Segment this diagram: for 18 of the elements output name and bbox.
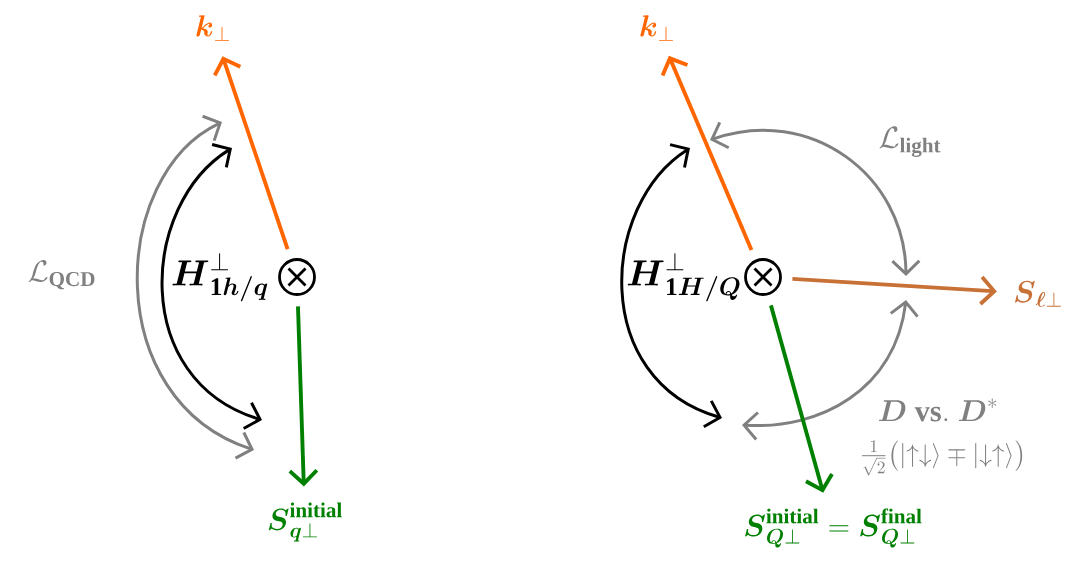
vector-arrow xyxy=(288,306,319,487)
vector-arrow xyxy=(213,56,290,250)
meson-label: $\boldsymbol{D}\ \mathbf{vs.}\ \boldsymbol{D}^{*}$ xyxy=(878,398,997,422)
coupling-label: $\boldsymbol{H}^{\perp}_{\mathbf{1}\boldsymbol{H/Q}}$ xyxy=(627,253,740,302)
coupling-label: $\boldsymbol{H}^{\perp}_{\mathbf{1}\boldsymbol{h/q}}$ xyxy=(172,253,268,302)
vector-label: $\boldsymbol{k}_{\perp}$ xyxy=(640,15,674,41)
vector-label: $\boldsymbol{k}_{\perp}$ xyxy=(196,15,230,41)
curly-l-label: $\mathcal{L}_{\mathbf{QCD}}$ xyxy=(28,259,95,290)
vector-label: $\boldsymbol{S}^{\mathbf{initial}}_{\boldsymbol{Q}\perp} = \boldsymbol{S}^{\mathbf{final}}_{\boldsymbol{Q}\perp}$ xyxy=(745,508,922,548)
vector-label: $\boldsymbol{S}^{\mathbf{initial}}_{\boldsymbol{q}\perp}$ xyxy=(268,502,342,542)
curly-l-label: $\mathcal{L}_{\mathbf{light}}$ xyxy=(879,126,941,157)
spin-state-label: $\tfrac{1}{\sqrt{2}}\big(|{\uparrow\downarrow}\rangle \mp |{\downarrow\uparrow}\rangle\big)$ xyxy=(862,440,1023,476)
circled-cross-symbol xyxy=(278,258,316,296)
vector-arrow xyxy=(660,55,754,251)
vector-arrow xyxy=(769,304,834,493)
circled-cross-symbol xyxy=(744,258,782,296)
vector-label: $\boldsymbol{S}_{\boldsymbol{\ell}\perp}$ xyxy=(1015,280,1061,307)
vector-arrow xyxy=(792,275,997,306)
